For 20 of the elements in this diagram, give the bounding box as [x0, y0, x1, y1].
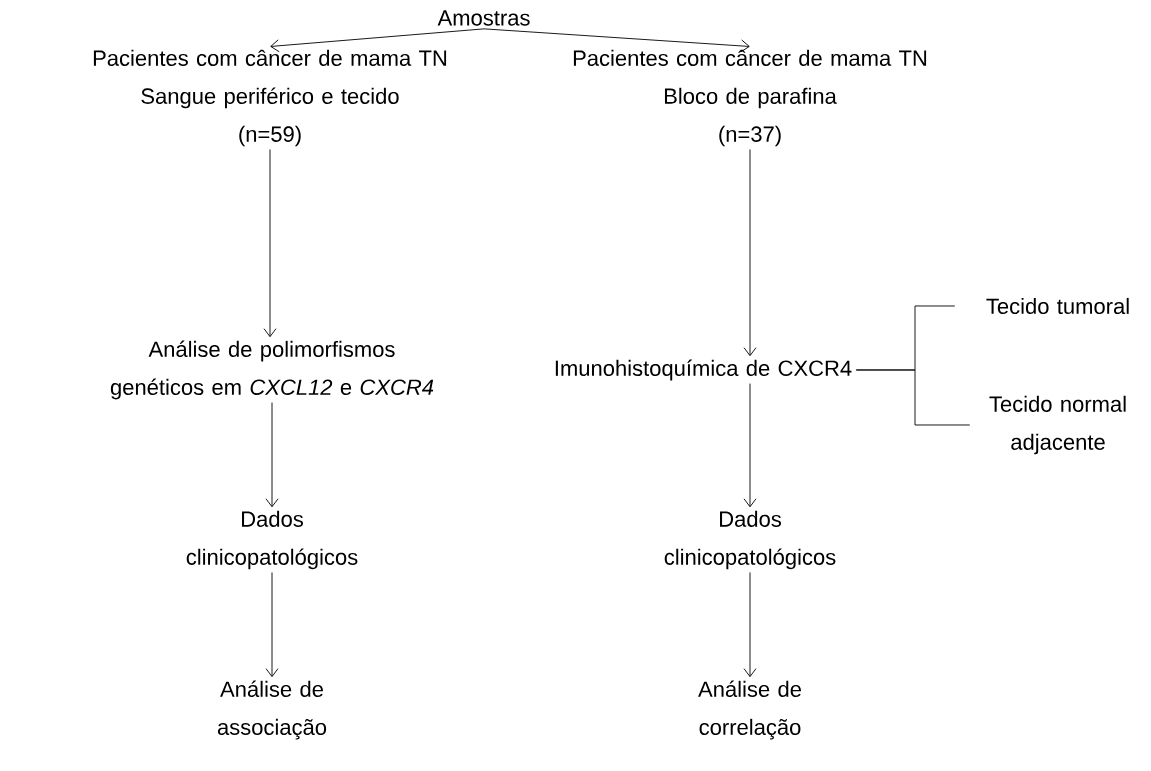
flow-text: Pacientes com câncer de mama TN Bloco de parafina (n=37) — [573, 49, 927, 147]
arrow — [743, 572, 757, 678]
flow-text: Análise de associação — [217, 680, 327, 740]
bracket-line — [855, 369, 971, 426]
arrow — [265, 402, 279, 508]
flow-text: Dados clinicopatológicos — [186, 510, 358, 570]
arrow — [743, 383, 757, 508]
flow-text: Amostras — [437, 10, 530, 26]
arrow — [265, 572, 279, 678]
arrow — [483, 28, 750, 53]
flow-text: Tecido tumoral — [986, 297, 1129, 315]
flow-text: Análise de polimorfismos genéticos em CXCL12 e CXCR4 — [110, 340, 434, 400]
flow-text: Pacientes com câncer de mama TN Sangue periférico e tecido (n=59) — [93, 49, 447, 147]
arrow — [270, 28, 485, 53]
arrow — [743, 149, 757, 357]
arrow — [263, 149, 277, 338]
flow-text: Dados clinicopatológicos — [664, 510, 836, 570]
flow-text: Tecido normal adjacente — [989, 395, 1126, 455]
flow-text: Análise de correlação — [698, 680, 801, 740]
flow-text: Imunohistoquímica de CXCR4 — [555, 359, 852, 381]
